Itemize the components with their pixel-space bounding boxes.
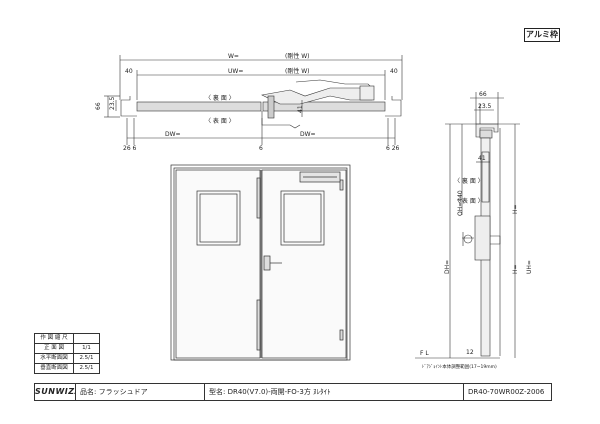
scale-row-label: 垂直断面図 — [35, 364, 74, 373]
scale-table-header-label: 作 図 縮 尺 — [35, 334, 74, 343]
section-label-omote: 〈 表 面 〉 — [454, 197, 484, 205]
scale-table-row: 正 面 図 1/1 — [35, 343, 99, 353]
plan-dim-dw-right: DW= — [300, 131, 316, 138]
scale-table: 作 図 縮 尺 正 面 図 1/1 水平断面図 2.5/1 垂直断面図 2.5/… — [34, 333, 100, 374]
plan-label-ura: 〈 裏 面 〉 — [205, 94, 235, 102]
section-dim-dh: DH= — [444, 260, 451, 274]
frame-type-tag: アルミ枠 — [524, 28, 560, 42]
plan-dim-66: 66 — [95, 102, 102, 110]
plan-dim-uw: UW= — [228, 68, 243, 75]
plan-dim-23-5: 23.5 — [109, 96, 116, 110]
section-dim-fl: F L — [420, 350, 429, 357]
plan-dim-bottom-left: 26 6 — [123, 145, 137, 152]
scale-table-header-value — [74, 334, 99, 343]
plan-dim-40-left: 40 — [125, 68, 133, 75]
brand-logo: SUNWIZZ — [35, 384, 76, 400]
plan-dim-w-paren: (剛性 W) — [285, 52, 310, 60]
section-dim-12: 12 — [466, 349, 474, 356]
scale-row-label: 正 面 図 — [35, 344, 74, 353]
scale-table-row: 水平断面図 2.5/1 — [35, 353, 99, 363]
section-dim-uh: UH= — [526, 260, 533, 274]
scale-table-row: 垂直断面図 2.5/1 — [35, 363, 99, 373]
plan-dim-w: W= — [228, 53, 239, 60]
product-name: 品名: フラッシュドア — [76, 384, 205, 400]
model-name: 型名: DR40(V7.0)-両開-FO-3方 ﾇﾚﾀｲﾄ — [205, 384, 464, 400]
title-block: SUNWIZZ 品名: フラッシュドア 型名: DR40(V7.0)-両開-FO… — [34, 383, 552, 401]
plan-dim-40-right: 40 — [390, 68, 398, 75]
scale-row-label: 水平断面図 — [35, 354, 74, 363]
scale-row-value: 2.5/1 — [79, 355, 94, 361]
section-label-ura: 〈 裏 面 〉 — [454, 177, 484, 185]
section-dim-h-top: H= — [512, 204, 519, 214]
plan-label-omote: 〈 表 面 〉 — [205, 117, 235, 125]
plan-dim-41: 41 — [297, 105, 304, 113]
section-dim-h: H= — [512, 264, 519, 274]
section-dim-41: 41 — [478, 155, 486, 162]
vertical-section — [415, 92, 520, 359]
section-dim-oh: OH=440 — [457, 190, 464, 216]
scale-row-value: 2.5/1 — [79, 365, 94, 371]
plan-dim-uw-paren: (剛性 W) — [285, 67, 310, 75]
scale-table-header: 作 図 縮 尺 — [35, 334, 99, 343]
section-dim-66: 66 — [479, 91, 487, 98]
front-elevation — [170, 164, 351, 361]
scale-row-value: 1/1 — [82, 345, 91, 351]
plan-view — [104, 55, 403, 145]
section-dim-23-5: 23.5 — [478, 103, 492, 110]
section-note: ﾄﾞｱｼﾞｮｲﾝﾄ本体調整範囲(17~19mm) — [422, 363, 497, 370]
drawing-number: DR40-70WR00Z-2006 — [468, 388, 545, 396]
plan-dim-bottom-right: 6 26 — [386, 145, 400, 152]
plan-dim-dw-left: DW= — [165, 131, 181, 138]
plan-dim-bottom-center: 6 — [259, 145, 263, 152]
